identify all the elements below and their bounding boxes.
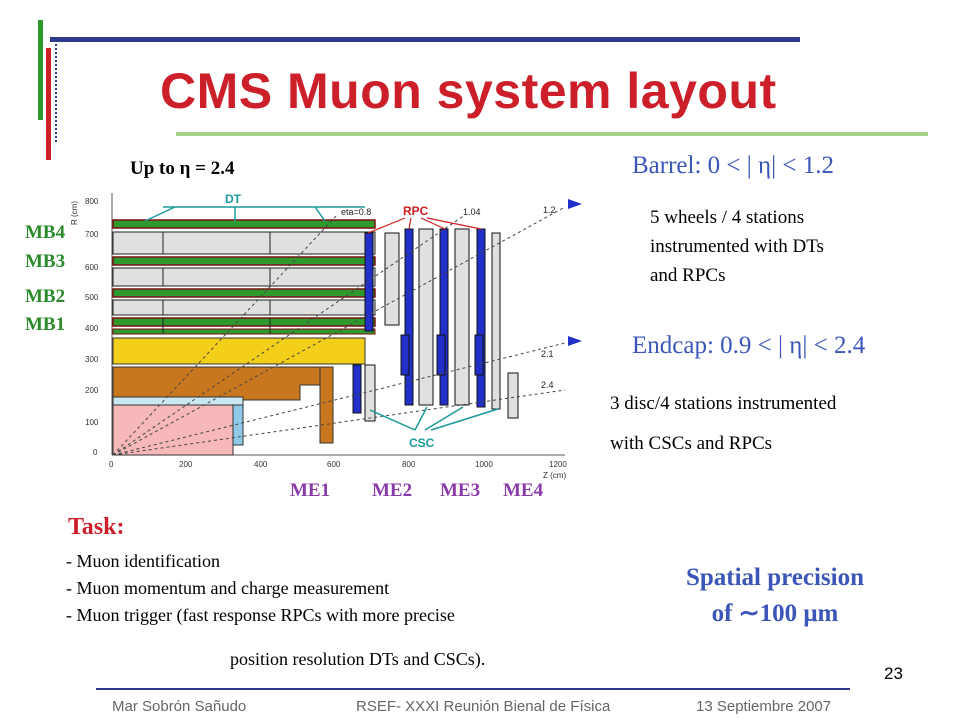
dt-label: DT (225, 192, 242, 206)
arrow-mid (568, 336, 582, 346)
y-tick-label: 500 (85, 293, 99, 302)
spatial-line-2: of ∼100 μm (711, 600, 839, 627)
y-tick-label: 700 (85, 230, 99, 239)
accent-line-top (50, 37, 800, 42)
spatial-line-1: Spatial precision (685, 564, 865, 591)
task-item: - Muon momentum and charge measurement (66, 578, 390, 598)
mb4-label: MB4 (25, 222, 66, 243)
footer-date: 13 Septiembre 2007 (696, 698, 832, 715)
y-tick-label: 200 (85, 386, 99, 395)
endcap-description: 3 disc/4 stations instrumented with CSCs… (610, 384, 836, 464)
x-tick-label: 600 (327, 460, 341, 469)
x-tick-label: 0 (109, 460, 114, 469)
barrel-line: and RPCs (650, 265, 726, 286)
eta-lines (112, 206, 566, 456)
eta-21-label: 2.1 (541, 349, 554, 359)
barrel-stations (112, 219, 376, 335)
me1-label: ME1 (290, 480, 331, 501)
rpc-leaders (367, 217, 482, 234)
mb3-label: MB3 (25, 251, 66, 272)
endcap-heading: Endcap: 0.9 < | η| < 2.4 (632, 332, 866, 359)
y-tick-label: 0 (93, 448, 98, 457)
ecal-endcap (319, 366, 334, 444)
accent-bar-dotted (55, 44, 57, 142)
x-tick-label: 1200 (549, 460, 567, 469)
rpc-label: RPC (403, 204, 429, 218)
mb1-label: MB1 (25, 314, 66, 335)
task-item: - Muon trigger (fast response RPCs with … (66, 605, 455, 625)
arrow-top (568, 199, 582, 209)
eta-12-label: 1.2 (543, 205, 556, 215)
ecal (232, 404, 244, 446)
y-axis-label: R (cm) (70, 201, 79, 225)
eta-08-label: eta=0.8 (341, 207, 371, 217)
dt-leaders (144, 206, 499, 431)
endcap-line: with CSCs and RPCs (610, 433, 773, 454)
x-tick-label: 1000 (475, 460, 493, 469)
barrel-line: instrumented with DTs (650, 236, 824, 257)
forward-calorimeter (112, 396, 244, 406)
mb2-label: MB2 (25, 286, 66, 307)
task-heading: Task: (68, 514, 125, 540)
csc-label: CSC (409, 436, 435, 450)
footer-author: Mar Sobrón Sañudo (112, 698, 247, 715)
x-axis-label: Z (cm) (543, 471, 566, 480)
y-tick-labels: 800 700 600 500 400 300 200 100 0 (85, 197, 99, 457)
accent-bar-green (38, 20, 43, 120)
endcap-line: 3 disc/4 stations instrumented (610, 393, 837, 414)
y-tick-label: 600 (85, 263, 99, 272)
barrel-heading: Barrel: 0 < | η| < 1.2 (632, 152, 834, 179)
barrel-line: 5 wheels / 4 stations (650, 207, 805, 228)
x-tick-label: 800 (402, 460, 416, 469)
footer-rule (96, 688, 850, 690)
y-tick-label: 300 (85, 355, 99, 364)
x-tick-labels: 0 200 400 600 800 1000 1200 (109, 460, 567, 469)
x-tick-label: 400 (254, 460, 268, 469)
me4-label: ME4 (503, 480, 544, 501)
footer-event: RSEF- XXXI Reunión Bienal de Física (356, 698, 611, 715)
barrel-description: 5 wheels / 4 stations instrumented with … (650, 203, 824, 290)
eta-24-label: 2.4 (541, 380, 554, 390)
spatial-precision: Spatial precision of ∼100 μm (630, 560, 920, 632)
hcal (112, 366, 321, 401)
page-number: 23 (884, 664, 903, 683)
y-tick-label: 800 (85, 197, 99, 206)
y-tick-label: 400 (85, 324, 99, 333)
accent-bar-red (46, 48, 51, 160)
endcap-discs (352, 228, 519, 422)
me3-label: ME3 (440, 480, 481, 501)
solenoid (112, 337, 366, 365)
slide-title: CMS Muon system layout (160, 63, 777, 119)
y-tick-label: 100 (85, 418, 99, 427)
me2-label: ME2 (372, 480, 413, 501)
accent-line-title-right (176, 132, 928, 136)
eta-104-label: 1.04 (463, 207, 481, 217)
inner-tracker (112, 402, 234, 456)
cms-muon-layout-figure: 800 700 600 500 400 300 200 100 0 R (cm)… (65, 185, 593, 483)
eta-range-label: Up to η = 2.4 (130, 158, 235, 179)
x-tick-label: 200 (179, 460, 193, 469)
task-item: - Muon identification (66, 551, 220, 571)
task-item: position resolution DTs and CSCs). (230, 649, 486, 669)
